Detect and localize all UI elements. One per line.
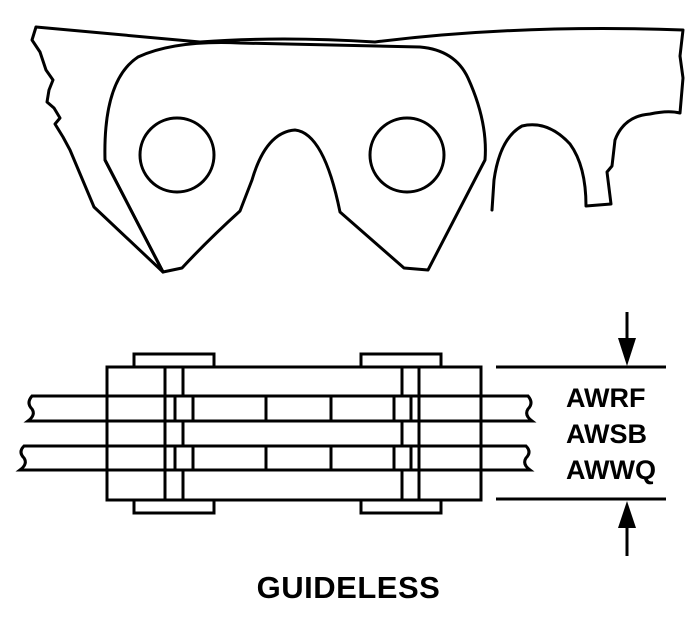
- bushing: [173, 444, 195, 472]
- part-code-label: AWSB: [566, 419, 647, 449]
- part-code-label: AWRF: [566, 383, 646, 413]
- bushing: [400, 419, 421, 448]
- part-code-label: AWWQ: [566, 455, 656, 485]
- bushing: [392, 394, 413, 423]
- pin-hole: [368, 116, 446, 194]
- break-strip-left: [15, 444, 109, 472]
- break-strip-right: [479, 444, 535, 472]
- break-strip-left: [23, 394, 109, 423]
- link-plate-inner-edge: [103, 158, 165, 274]
- pin-hole: [138, 116, 216, 194]
- chain-body: [105, 365, 483, 502]
- bushing: [392, 444, 413, 472]
- chain-side-view: [30, 25, 685, 274]
- arrow-up-icon: [618, 501, 636, 528]
- chain-background-outline: [30, 25, 685, 274]
- bushing: [173, 394, 195, 423]
- link-plate-outline: [103, 41, 487, 274]
- bushing: [163, 419, 185, 448]
- dimension-markers: [496, 312, 666, 556]
- diagram-caption: GUIDELESS: [256, 570, 441, 605]
- chain-top-view: [15, 352, 537, 515]
- break-strip-right: [479, 394, 537, 423]
- arrow-down-icon: [618, 338, 636, 366]
